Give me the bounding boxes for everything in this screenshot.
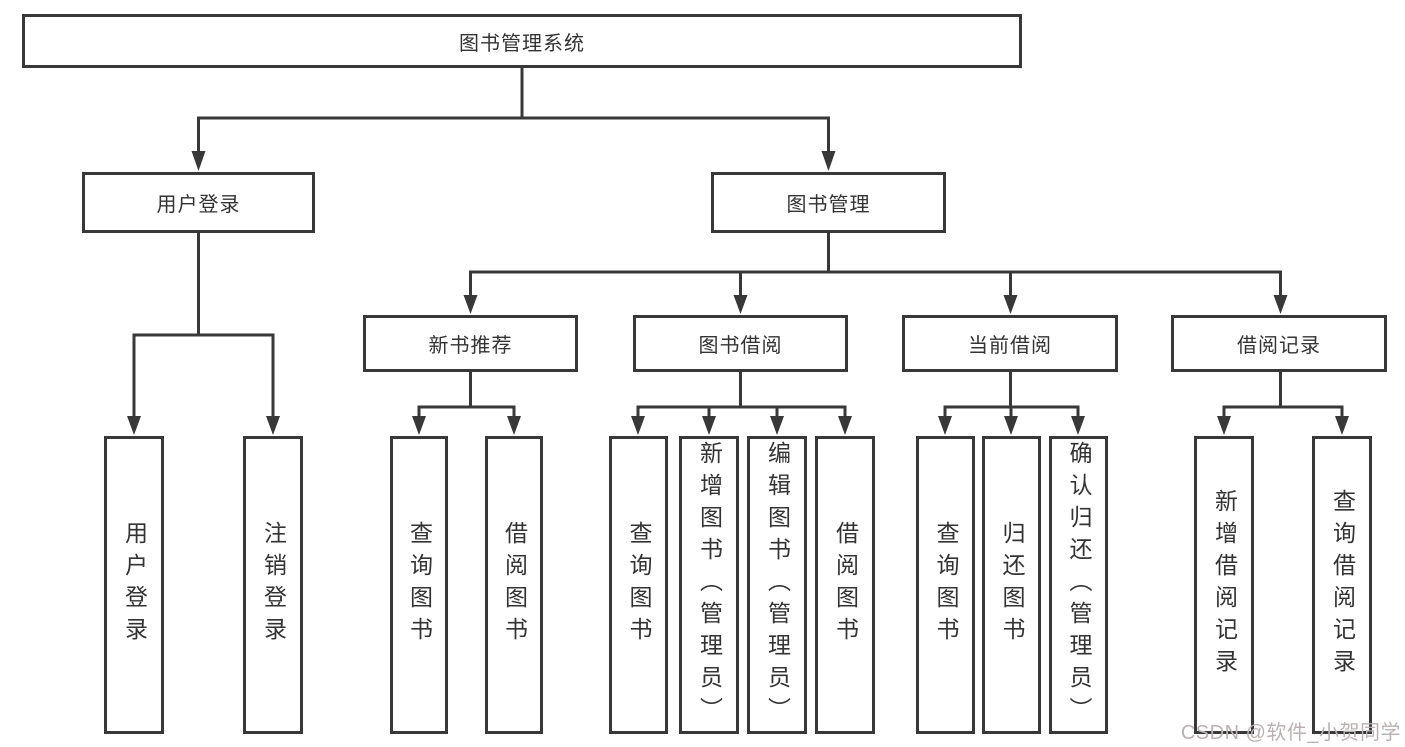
node-new-book-recommend: 新书推荐 — [363, 315, 578, 372]
node-current-borrow: 当前借阅 — [902, 315, 1118, 372]
node-book-management: 图书管理 — [711, 172, 946, 233]
edge-newbook-to-leaves — [417, 370, 516, 420]
leaf-query-book-2: 查询图书 — [609, 436, 668, 734]
leaf-add-borrow-record: 新增借阅记录 — [1194, 436, 1254, 734]
leaf-query-book-3: 查询图书 — [916, 436, 975, 734]
edge-borrow-to-leaves — [636, 370, 847, 420]
leaf-edit-book-admin: 编辑图书（管理员） — [747, 436, 807, 734]
edge-root-to-level2 — [197, 66, 830, 155]
csdn-watermark: CSDN @软件_小贺同学 — [1180, 722, 1401, 744]
leaf-user-login: 用户登录 — [104, 436, 164, 734]
leaf-query-book-1: 查询图书 — [390, 436, 448, 734]
edge-record-to-leaves — [1222, 370, 1344, 420]
leaf-logout: 注销登录 — [243, 436, 303, 734]
edge-bookmgmt-to-level3 — [469, 231, 1282, 299]
node-borrow-record: 借阅记录 — [1171, 315, 1387, 372]
leaf-borrow-book-1: 借阅图书 — [485, 436, 543, 734]
edge-userlogin-to-leaves — [132, 231, 275, 420]
leaf-confirm-return-admin: 确认归还（管理员） — [1049, 436, 1108, 734]
leaf-return-book: 归还图书 — [982, 436, 1041, 734]
edge-current-to-leaves — [943, 370, 1080, 420]
leaf-add-book-admin: 新增图书（管理员） — [679, 436, 739, 734]
arrowheads — [127, 151, 1349, 435]
leaf-query-borrow-record: 查询借阅记录 — [1312, 436, 1372, 734]
leaf-borrow-book-2: 借阅图书 — [815, 436, 875, 734]
node-book-borrow: 图书借阅 — [633, 315, 848, 372]
node-root: 图书管理系统 — [22, 14, 1022, 68]
node-user-login: 用户登录 — [82, 172, 315, 233]
